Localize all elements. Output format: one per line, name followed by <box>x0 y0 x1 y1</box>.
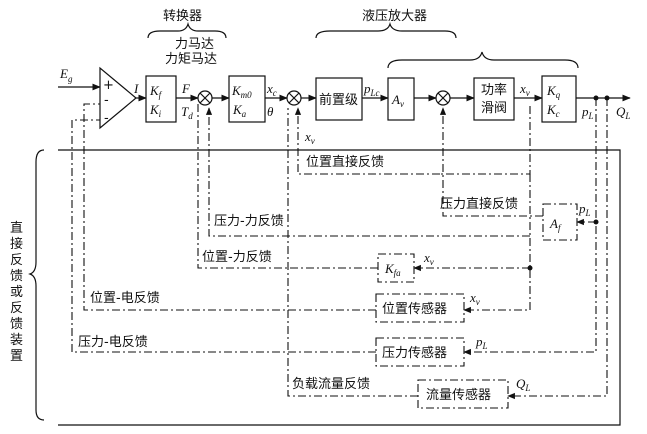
xc-symbol: xc <box>266 81 277 98</box>
outer-frame <box>58 149 621 426</box>
pos-force-fb-line <box>197 104 378 269</box>
pos-sensor-block <box>375 293 465 323</box>
af-symbol: Af <box>549 216 562 233</box>
servo-amplifier-triangle <box>99 66 137 130</box>
summing-junction-3 <box>435 90 451 106</box>
plc-symbol: pLc <box>363 81 380 98</box>
i-symbol: I <box>133 81 139 96</box>
kfa-block <box>377 253 415 283</box>
preamp-label: 前置级 <box>319 92 358 108</box>
press-force-fb-line <box>205 107 530 237</box>
converter-label: 转换器 <box>163 9 202 24</box>
torque-motor2-label: 力矩马达 <box>165 52 217 67</box>
f-symbol: F <box>181 81 191 96</box>
svg-text:接: 接 <box>10 236 23 252</box>
pl-to-press-line <box>463 98 597 356</box>
pos-direct-fb-label: 位置直接反馈 <box>306 154 384 170</box>
svg-text:直: 直 <box>10 221 23 236</box>
side-label: 直 接 反 馈 或 反 馈 装 置 <box>10 221 23 364</box>
pos-elec-fb-line <box>83 103 376 311</box>
eg-symbol: Eg <box>59 66 73 84</box>
flow-sensor-label: 流量传感器 <box>426 387 491 403</box>
svg-text:反: 反 <box>10 253 23 268</box>
pl-symbol-af: pL <box>578 201 591 218</box>
xv-symbol-kfa: xv <box>423 250 434 267</box>
xv-label-near-sum2: xv <box>304 129 315 146</box>
side-brace <box>28 149 45 421</box>
flow-sensor-block <box>417 379 509 409</box>
ki-symbol: Ki <box>149 102 162 119</box>
ql-symbol-flow: QL <box>516 376 530 393</box>
xv-to-pos-line <box>463 174 531 314</box>
kfa-symbol: Kfa <box>384 261 401 278</box>
ql-symbol-top: QL <box>616 104 630 121</box>
svg-text:馈: 馈 <box>10 317 23 332</box>
kf-symbol: Kf <box>149 83 163 100</box>
av-block <box>387 77 415 121</box>
power-spool-valve-block <box>473 77 515 121</box>
xv-symbol-top: xv <box>519 81 530 98</box>
xv-symbol-pos: xv <box>469 290 480 307</box>
km0-symbol: Km0 <box>231 83 252 100</box>
td-symbol: Td <box>181 104 193 121</box>
av-symbol: Av <box>391 92 404 109</box>
amplifier-label: 液压放大器 <box>362 9 427 24</box>
press-elec-fb-line <box>71 119 376 353</box>
plus-sign: + <box>103 78 114 93</box>
ql-to-flow-line <box>507 98 608 400</box>
power-valve-label-2: 滑阀 <box>481 101 507 116</box>
minus-sign-1: - <box>104 93 109 108</box>
pos-force-fb-label: 位置-力反馈 <box>202 250 272 265</box>
svg-text:馈: 馈 <box>10 269 23 284</box>
press-elec-fb-label: 压力-电反馈 <box>78 335 148 350</box>
xv-node-kfa <box>527 265 533 271</box>
pl-symbol-top: pL <box>581 104 594 121</box>
load-flow-fb-label: 负载流量反馈 <box>292 377 370 392</box>
pos-sensor-label: 位置传感器 <box>382 301 447 317</box>
load-flow-fb-line <box>287 108 418 397</box>
press-direct-fb-label: 压力直接反馈 <box>440 196 518 212</box>
minus-sign-2: - <box>104 111 109 126</box>
svg-text:或: 或 <box>10 285 23 300</box>
amplifier-brace <box>315 21 457 39</box>
preamp-block <box>315 77 363 121</box>
km0-ka-block <box>228 75 266 123</box>
power-valve-label-1: 功率 <box>481 82 507 98</box>
kf-ki-block <box>145 75 177 123</box>
pl-symbol-press: pL <box>475 334 488 351</box>
pos-elec-fb-label: 位置-电反馈 <box>90 291 160 306</box>
summing-junction-2 <box>286 90 302 106</box>
torque-motor-label: 力马达 <box>175 37 214 52</box>
kq-kc-block <box>541 75 577 123</box>
ka-symbol: Ka <box>232 102 247 119</box>
press-sensor-block <box>375 337 465 367</box>
press-direct-fb-line <box>439 107 543 217</box>
af-block <box>542 203 578 241</box>
amplifier-brace-2 <box>387 51 579 69</box>
theta-symbol: θ <box>267 104 274 119</box>
kq-symbol: Kq <box>546 83 561 100</box>
converter-brace <box>147 21 227 39</box>
press-force-fb-label: 压力-力反馈 <box>214 214 284 229</box>
svg-text:装: 装 <box>10 333 23 348</box>
svg-text:置: 置 <box>10 349 23 364</box>
kc-symbol: Kc <box>546 102 560 119</box>
summing-junction-1 <box>197 90 213 106</box>
press-sensor-label: 压力传感器 <box>382 345 447 361</box>
svg-text:反: 反 <box>10 301 23 316</box>
